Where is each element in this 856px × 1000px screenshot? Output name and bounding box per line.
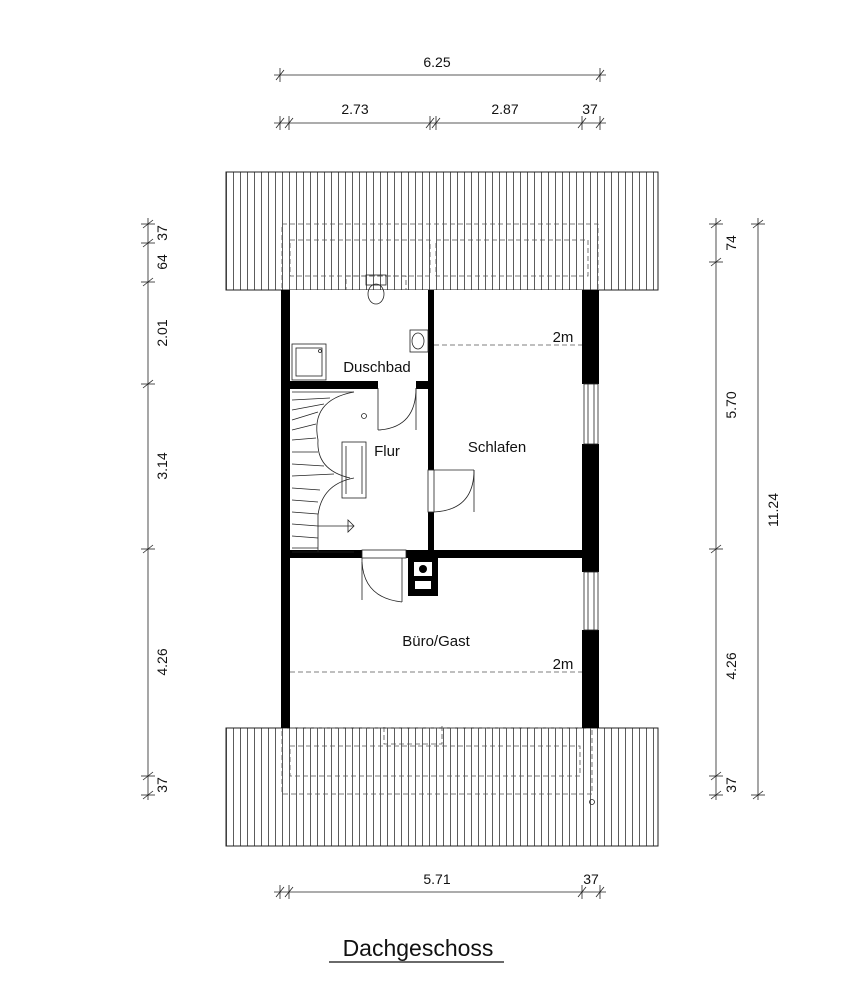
room-label-flur: Flur <box>374 443 400 460</box>
door-duschbad <box>377 380 417 431</box>
room-label-buero: Büro/Gast <box>402 633 470 650</box>
dim-top-part-2: 2.87 <box>491 101 518 117</box>
dim-right-total: 11.24 <box>751 218 781 800</box>
plan-title: Dachgeschoss <box>343 935 494 961</box>
dim-left-part-3: 2.01 <box>154 319 170 346</box>
dim-top-part-1: 2.73 <box>341 101 368 117</box>
dim-left-part-2: 64 <box>154 254 170 270</box>
toilet-icon <box>365 274 387 305</box>
dim-right-part-3: 4.26 <box>723 652 739 679</box>
window-schlafen <box>583 383 599 445</box>
dim-left-part-5: 4.26 <box>154 648 170 675</box>
staircase <box>291 391 367 553</box>
dim-left-parts: 37 64 2.01 3.14 4.26 37 <box>141 218 170 800</box>
dim-top-total-label: 6.25 <box>423 54 450 70</box>
dim-right-parts: 74 5.70 4.26 37 <box>709 218 739 800</box>
dim-top-parts: 2.73 2.87 37 <box>274 101 606 130</box>
window-buero <box>583 571 599 631</box>
dim-left-part-6: 37 <box>154 777 170 793</box>
height-label-schlafen: 2m <box>553 329 574 346</box>
dim-bottom-part-1: 5.71 <box>423 871 450 887</box>
door-schlafen <box>427 469 475 513</box>
dim-top-total: 6.25 <box>274 54 606 82</box>
room-label-duschbad: Duschbad <box>343 359 411 376</box>
dim-right-total-label: 11.24 <box>765 493 781 527</box>
roof-bottom <box>225 727 659 847</box>
dim-bottom-parts: 5.71 37 <box>274 871 606 899</box>
room-label-schlafen: Schlafen <box>468 439 526 456</box>
washbasin-icon <box>409 329 429 353</box>
dim-right-part-2: 5.70 <box>723 391 739 418</box>
dim-bottom-part-2: 37 <box>583 871 599 887</box>
height-label-buero: 2m <box>553 656 574 673</box>
dim-left-part-1: 37 <box>154 225 170 241</box>
roof-top <box>225 171 659 291</box>
dim-left-part-4: 3.14 <box>154 452 170 479</box>
shower-icon <box>291 343 327 381</box>
walls <box>281 290 599 728</box>
dim-right-part-4: 37 <box>723 777 739 793</box>
dim-top-part-3: 37 <box>582 101 598 117</box>
dim-right-part-1: 74 <box>723 235 739 251</box>
door-buero <box>361 549 407 603</box>
